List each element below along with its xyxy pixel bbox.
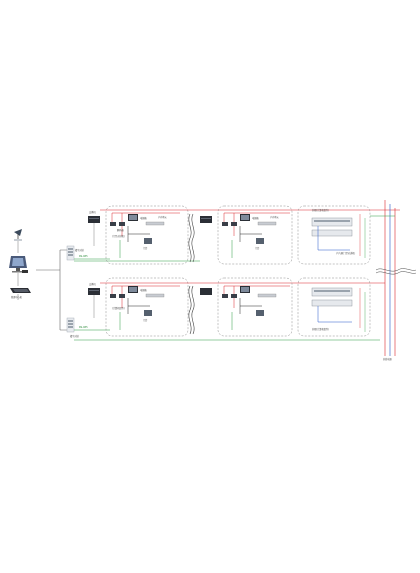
camera-icon [110,222,125,226]
power-supply-top-2: 电源箱 [252,216,259,220]
panel-icon [66,245,75,261]
switch-top [88,216,100,223]
unit-box-1 [105,205,189,265]
unit-box-3 [297,205,371,265]
camera-unit-top: 户内单元 [158,215,168,219]
monitor-icon [128,214,138,221]
switch-top-2 [200,216,212,223]
note-a-top: (门禁对讲机) [112,234,125,238]
door-bell-top-2: 门铃 [255,246,260,250]
computer-icon [9,256,28,273]
keyboard-icon [10,288,31,293]
power-supply-top: 电源箱 [140,216,147,220]
power-supply-bottom: 电源箱 [140,288,147,292]
building-row-bottom: 楼宇对讲 RS-485 交换机 电源箱 (计算机组件) 门铃 [66,277,393,361]
building-row-top: 楼宇对讲 RS-485 交换机 电源箱 户内单元 [66,200,400,356]
bottom-right-label: 外线电源 [383,357,393,361]
rs485-top: RS-485 [79,255,88,258]
door-bell-bottom: 门铃 [143,318,148,322]
unit-box-4 [105,277,189,337]
decoder-top: 解码器 [117,228,124,232]
center-label: 管理中心机 [11,295,23,299]
switch-label-bottom: 交换机 [89,282,96,286]
management-center: 管理中心机 [9,229,31,300]
wall-unit-top: 户户通(门禁对讲机) [336,251,355,255]
satellite-dish-icon [14,229,22,241]
note-b-bottom: (计算机组件) [112,306,125,310]
intercom-label-top: 楼宇对讲 [75,248,85,252]
unit-box-2 [217,205,293,265]
outdoor-panel-bottom: 外观(计算机组件) [312,327,329,331]
unit-box-6 [297,277,371,337]
camera-unit-top-2: 户内单元 [270,215,280,219]
panel-icon-bottom [66,317,75,333]
door-bell-top: 门铃 [143,246,148,250]
unit-box-5 [217,277,293,337]
outdoor-panel-top: 外观(计算机组件) [312,208,329,212]
trunk-lines [36,249,70,331]
intercom-label-bottom: 楼宇对讲 [70,334,80,338]
rs485-bottom: RS-485 [79,326,88,329]
switch-bottom [88,288,100,295]
switch-label-top: 交换机 [89,210,96,214]
